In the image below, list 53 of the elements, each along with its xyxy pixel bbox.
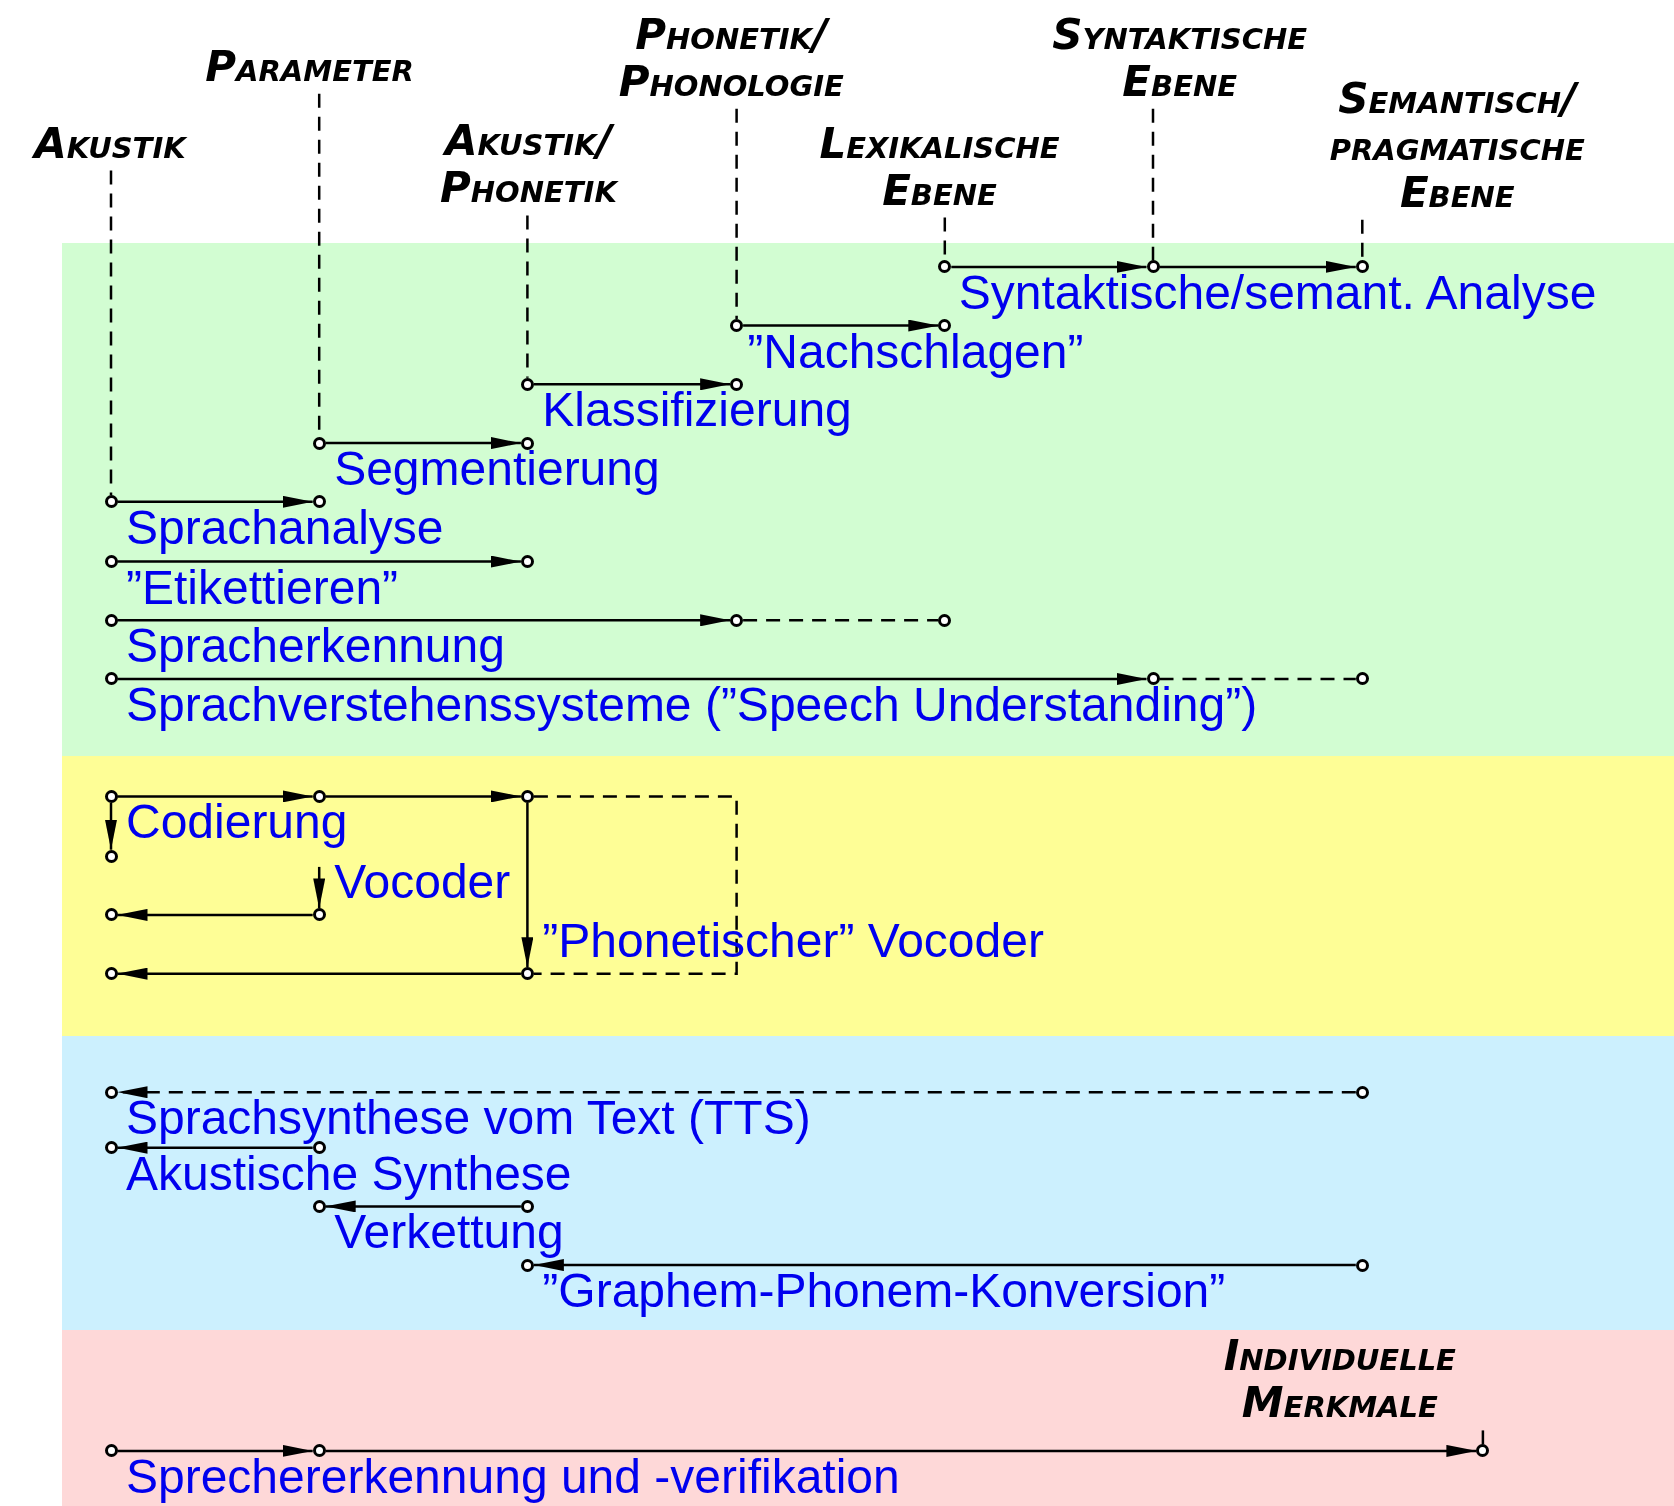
arrow: [117, 1444, 313, 1457]
dashed-line: [1159, 677, 1356, 681]
process-label: ”Nachschlagen”: [747, 327, 1084, 376]
level-heading: Semantisch/ pragmatische Ebene: [1329, 74, 1585, 216]
process-label: Sprechererkennung und -verifikation: [125, 1452, 900, 1501]
process-label: Spracherkennung: [125, 622, 505, 671]
arrow: [117, 1141, 313, 1154]
arrow: [117, 908, 313, 921]
arrow: [313, 866, 326, 909]
level-heading: Syntaktische Ebene: [1052, 10, 1308, 105]
arrow: [325, 1200, 521, 1213]
arrow: [117, 790, 313, 803]
process-label: Sprachsynthese vom Text (TTS): [125, 1094, 811, 1143]
dashed-line: [743, 619, 939, 622]
arrow: [1159, 260, 1356, 273]
process-label: Segmentierung: [334, 445, 660, 494]
leader-line: [735, 108, 738, 320]
arrow: [117, 967, 521, 980]
process-label: ”Phonetischer” Vocoder: [542, 916, 1044, 965]
arrow: [117, 495, 313, 508]
level-heading: Akustik/ Phonetik: [440, 117, 617, 212]
leader-line: [1151, 108, 1155, 261]
arrow: [951, 260, 1147, 273]
arrow: [105, 802, 117, 850]
process-label: ”Graphem-Phonem-Konversion”: [542, 1267, 1226, 1316]
leader-line: [1481, 1430, 1485, 1445]
arrow: [117, 1086, 1356, 1099]
arrow: [117, 614, 731, 627]
arrow: [117, 555, 521, 568]
process-label: Verkettung: [334, 1208, 564, 1257]
arrow: [117, 673, 1147, 685]
process-label: Sprachanalyse: [125, 503, 444, 552]
level-heading: Parameter: [205, 42, 414, 90]
leader-line: [526, 215, 529, 378]
process-label: Akustische Synthese: [125, 1149, 572, 1198]
arrow: [325, 437, 521, 450]
process-label: Codierung: [125, 798, 348, 847]
level-heading: Phonetik/ Phonologie: [618, 10, 844, 105]
arrow: [533, 1259, 1356, 1272]
arrow: [325, 790, 521, 803]
process-label: Klassifizierung: [542, 386, 852, 435]
arrow: [533, 378, 731, 391]
process-label: Vocoder: [334, 858, 511, 907]
arrow: [743, 319, 939, 332]
level-heading: Lexikalische Ebene: [819, 119, 1060, 214]
level-heading: Individuelle Merkmale: [1223, 1332, 1456, 1427]
process-label: Syntaktische/semant. Analyse: [958, 268, 1597, 317]
arrow: [325, 1444, 1477, 1457]
dashed-line: [533, 795, 738, 975]
leader-line: [109, 170, 113, 496]
process-label: Sprachverstehenssysteme (”Speech Understanding”): [125, 681, 1258, 729]
arrow: [521, 802, 534, 968]
process-label: ”Etikettieren”: [125, 563, 399, 612]
